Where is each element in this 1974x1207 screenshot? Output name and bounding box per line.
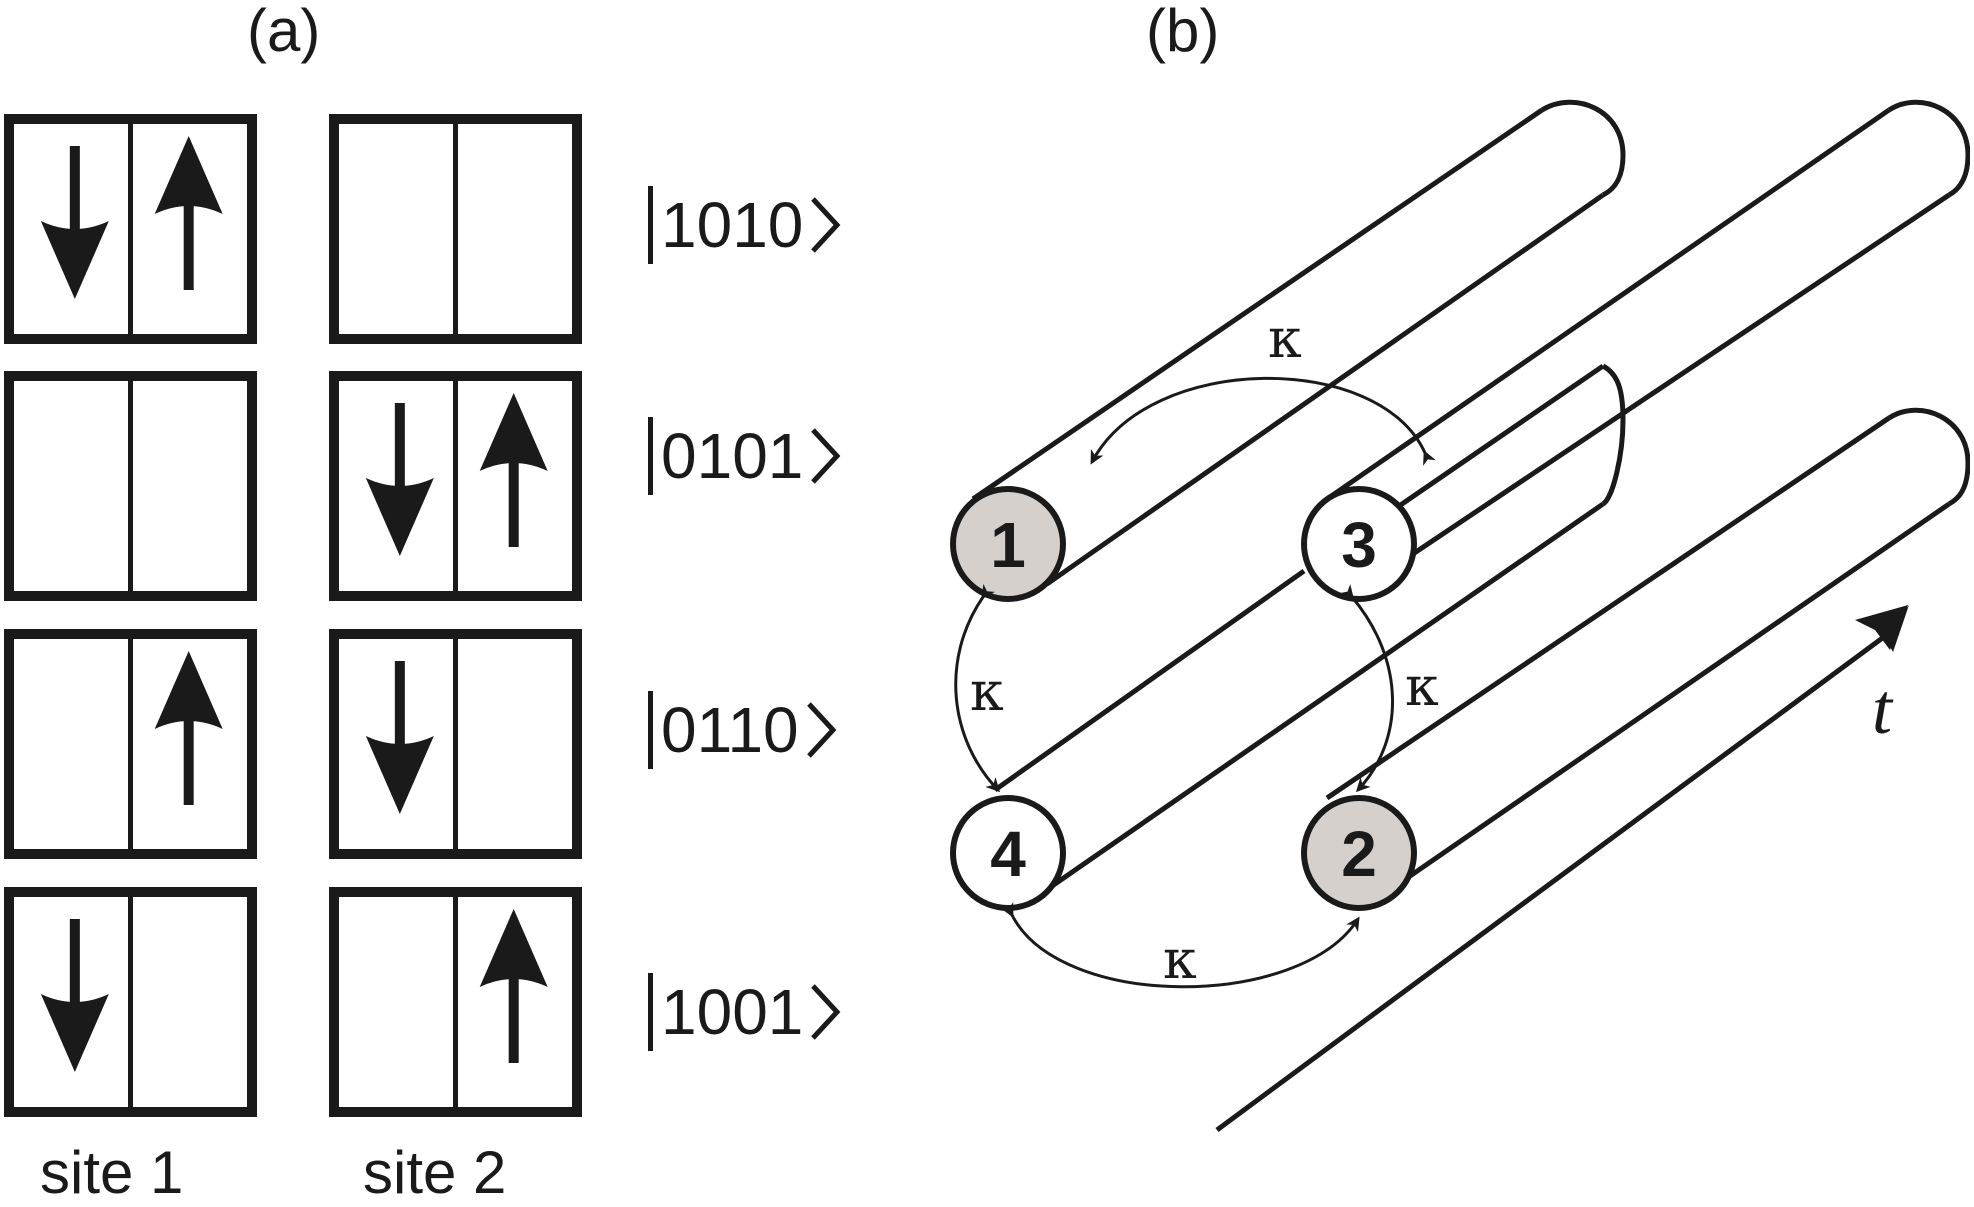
site-1-label: site 1 (40, 1139, 184, 1206)
spin-down-arrow-icon (365, 661, 434, 814)
ket-chevron-icon (811, 428, 841, 484)
box-row-4-site2 (329, 887, 582, 1117)
ket-bar (648, 417, 653, 495)
time-axis (1215, 622, 1902, 1133)
panel-b-diagram: 1 3 4 2 κ κ κ κ t (950, 99, 1970, 1133)
ket-label: 1010 (661, 189, 804, 261)
ket-row-3: 0110 (648, 691, 837, 769)
box-row-3-site1 (4, 629, 257, 859)
node-label: 1 (990, 509, 1026, 581)
tube-node-2 (1325, 407, 1970, 888)
ket-chevron-icon (806, 702, 837, 758)
node-2: 2 (1301, 795, 1417, 911)
spin-up-arrow-icon (154, 651, 223, 805)
tube-node-1 (971, 99, 1626, 587)
kappa-label-top: κ (1268, 307, 1302, 370)
ket-chevron-icon (811, 984, 841, 1040)
box-row-1-site1 (4, 114, 257, 344)
node-label: 4 (990, 818, 1026, 890)
panel-a-label: (a) (247, 0, 321, 64)
box-row-2-site1 (4, 371, 257, 601)
site-2-label: site 2 (363, 1139, 507, 1206)
node-1: 1 (950, 486, 1066, 602)
ket-bar (648, 973, 653, 1051)
ket-label: 0110 (661, 694, 799, 766)
spin-down-arrow-icon (365, 403, 434, 556)
tube-node-3 (1325, 99, 1970, 571)
coupling-arc-1-4 (954, 583, 1001, 793)
time-axis-arrowhead-icon (1855, 605, 1908, 650)
kappa-label-left: κ (970, 660, 1004, 723)
ket-bar (648, 186, 653, 264)
panel-b-label: (b) (1146, 0, 1220, 64)
spin-up-arrow-icon (479, 909, 548, 1063)
box-row-3-site2 (329, 629, 582, 859)
spin-up-arrow-icon (154, 136, 223, 290)
ket-label: 0101 (661, 420, 804, 492)
ket-row-2: 0101 (648, 417, 841, 495)
spin-down-arrow-icon (40, 146, 109, 299)
kappa-label-right: κ (1405, 655, 1439, 718)
kappa-label-bottom: κ (1163, 928, 1197, 991)
coupling-arc-4-2 (1000, 902, 1360, 989)
node-4: 4 (950, 795, 1066, 911)
box-row-1-site2 (329, 114, 582, 344)
ket-row-4: 1001 (648, 973, 841, 1051)
tube-node-4 (993, 363, 1626, 896)
node-label: 3 (1341, 509, 1377, 581)
ket-chevron-icon (811, 197, 841, 253)
ket-row-1: 1010 (648, 186, 841, 264)
spin-down-arrow-icon (40, 919, 109, 1072)
spin-up-arrow-icon (479, 393, 548, 547)
coupling-arc-1-3 (1090, 376, 1436, 466)
node-label: 2 (1341, 818, 1377, 890)
box-row-2-site2 (329, 371, 582, 601)
node-3: 3 (1301, 486, 1417, 602)
ket-bar (648, 691, 653, 769)
panel-a-grid (4, 114, 582, 1117)
time-axis-label: t (1872, 669, 1894, 749)
ket-label: 1001 (661, 976, 804, 1048)
coupling-arc-3-2 (1339, 584, 1394, 793)
box-row-4-site1 (4, 887, 257, 1117)
